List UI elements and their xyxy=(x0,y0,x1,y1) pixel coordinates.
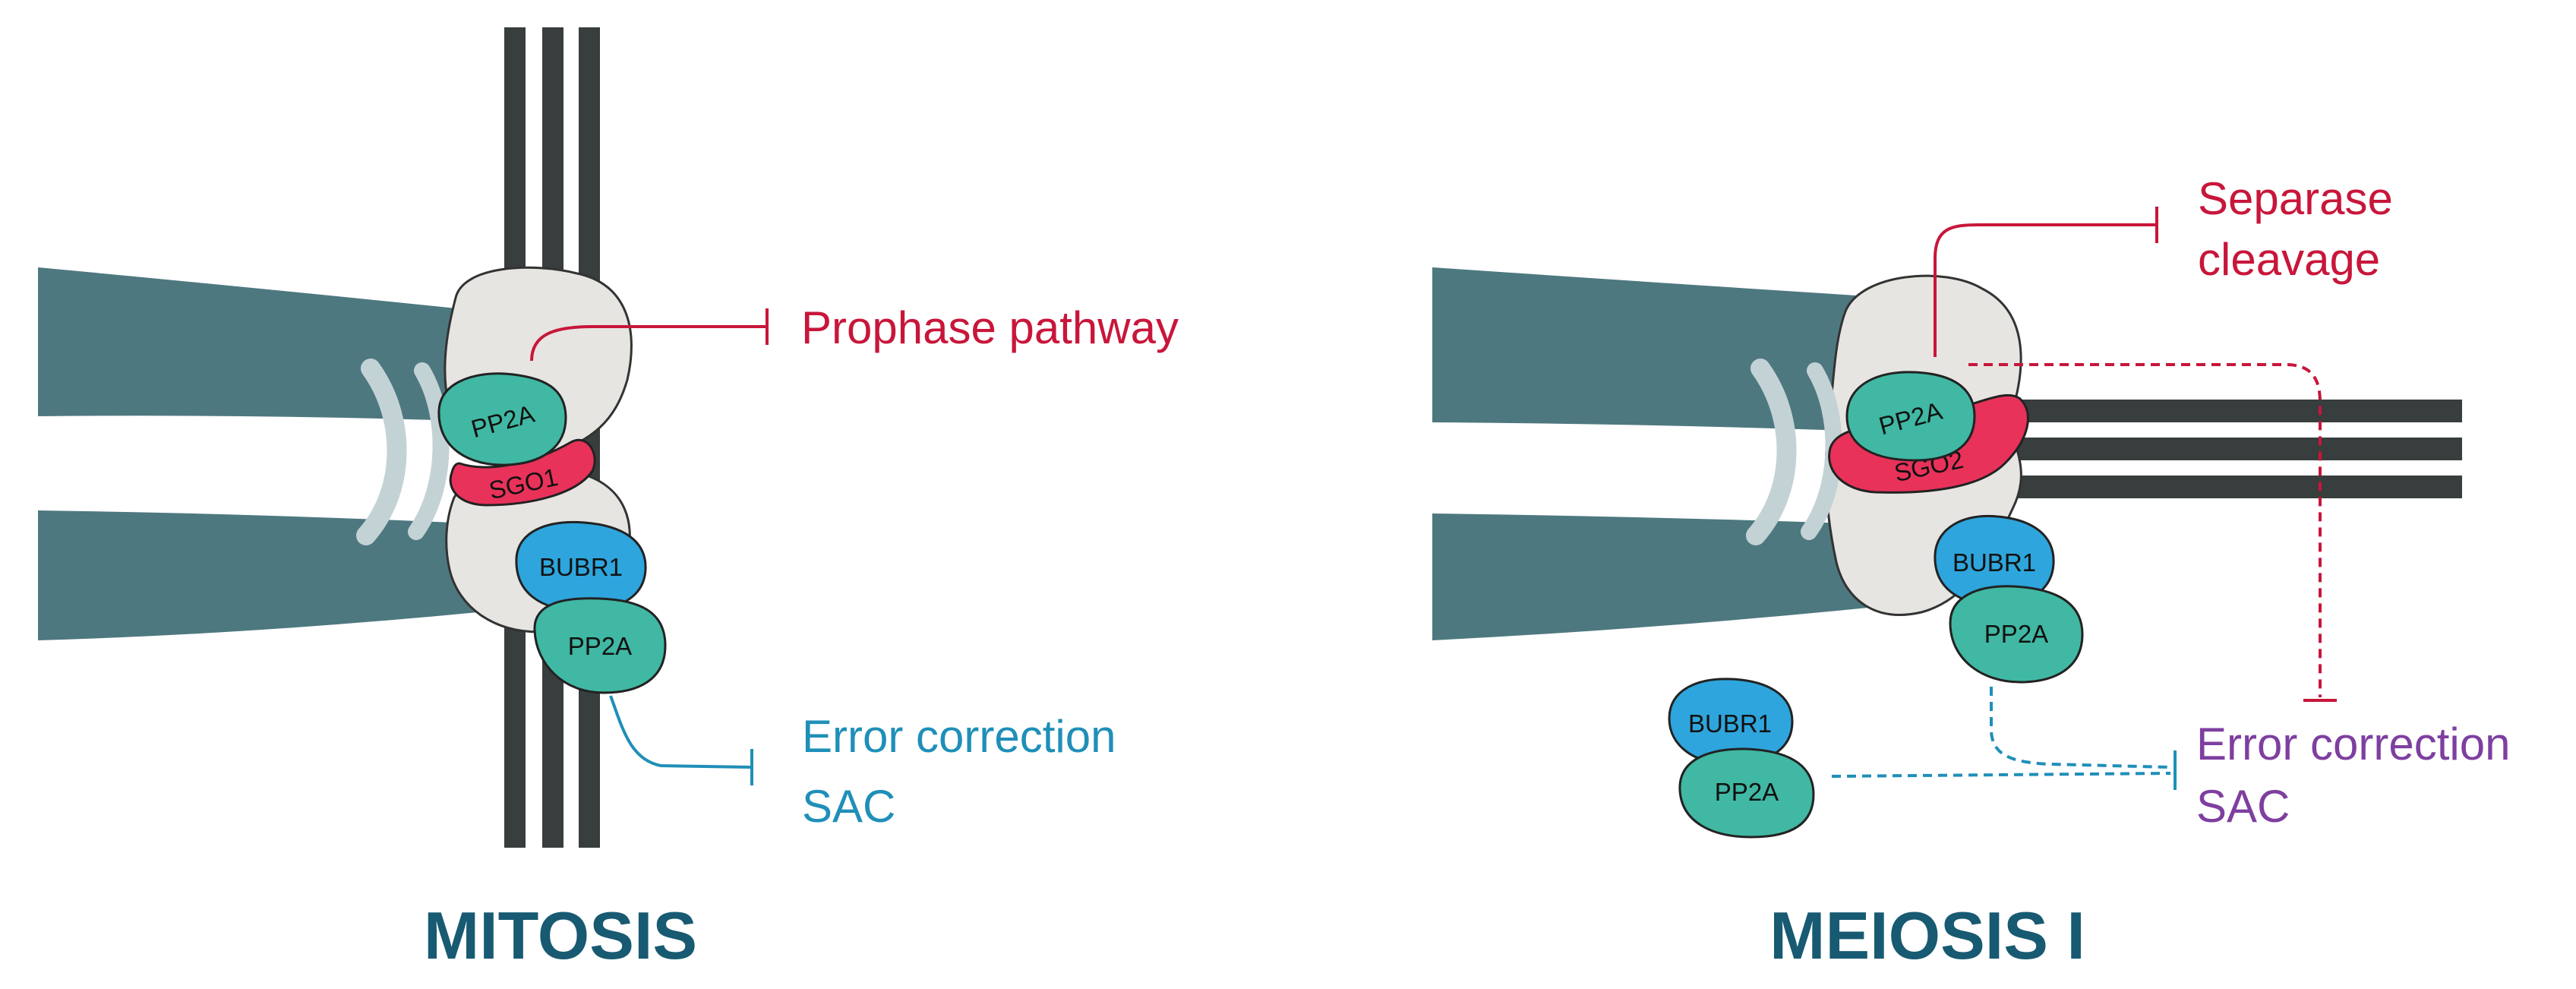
mitosis-title: MITOSIS xyxy=(424,898,697,973)
prophase-pathway-label: Prophase pathway xyxy=(801,302,1179,353)
bubr1-label: BUBR1 xyxy=(539,553,623,581)
pp2a-shape xyxy=(1845,371,1976,462)
pp2a-shape xyxy=(533,597,667,694)
bubr1-label: BUBR1 xyxy=(1688,709,1772,738)
dashed-inhibition-arrow xyxy=(1968,363,2322,697)
inhibition-arrow-separase xyxy=(1934,223,2157,357)
microtubule xyxy=(1944,476,2462,498)
pp2a-shape xyxy=(437,372,567,466)
dashed-inhibition-arrow xyxy=(1831,772,2171,778)
microtubule xyxy=(1944,400,2462,422)
sac-label: SAC xyxy=(802,781,895,832)
pp2a-label: PP2A xyxy=(1984,620,2048,648)
separase-label-line1: Separase xyxy=(2198,173,2393,224)
cohesin-ring xyxy=(356,359,407,545)
sac-label: SAC xyxy=(2196,781,2290,832)
separase-label-line2: cleavage xyxy=(2198,234,2380,285)
inhibition-arrow-error-correction xyxy=(609,695,753,769)
meiosis-title: MEIOSIS I xyxy=(1769,898,2085,973)
pp2a-shape xyxy=(1949,585,2084,684)
chromatid-lower xyxy=(1432,513,1868,640)
bubr1-free-protein: BUBR1 xyxy=(1668,678,1794,766)
pp2a-protein: PP2A xyxy=(437,372,567,466)
pp2a-free-protein: PP2A xyxy=(1678,747,1815,839)
bubr1-label: BUBR1 xyxy=(1953,548,2036,577)
bubr1-protein: BUBR1 xyxy=(515,520,647,612)
error-correction-label: Error correction xyxy=(2196,719,2510,769)
pp2a-protein: PP2A xyxy=(1845,371,1976,462)
pp2a-shape xyxy=(1678,747,1815,839)
error-correction-label: Error correction xyxy=(802,711,1116,762)
pp2a-protein: PP2A xyxy=(1949,585,2084,684)
pp2a-protein: PP2A xyxy=(533,597,667,694)
chromatid-lower xyxy=(38,510,486,640)
chromatid-upper xyxy=(1432,267,1868,431)
meiosis-panel: SGO2 PP2A BUBR1 PP2A BUBR1 PP2A xyxy=(1432,173,2510,973)
cohesin-ring xyxy=(408,362,450,540)
chromatid-upper xyxy=(38,267,486,422)
microtubule xyxy=(1944,438,2462,460)
sgo1-protein: SGO1 xyxy=(449,438,596,507)
dashed-inhibition-arrow xyxy=(1990,687,2171,769)
inhibition-arrow-prophase xyxy=(530,325,767,362)
cohesin-ring xyxy=(1746,359,1797,545)
pp2a-label: PP2A xyxy=(568,632,632,660)
pp2a-label: PP2A xyxy=(1715,778,1779,806)
mitosis-panel: SGO1 PP2A BUBR1 PP2A Prophase pathway Er… xyxy=(38,27,1179,973)
